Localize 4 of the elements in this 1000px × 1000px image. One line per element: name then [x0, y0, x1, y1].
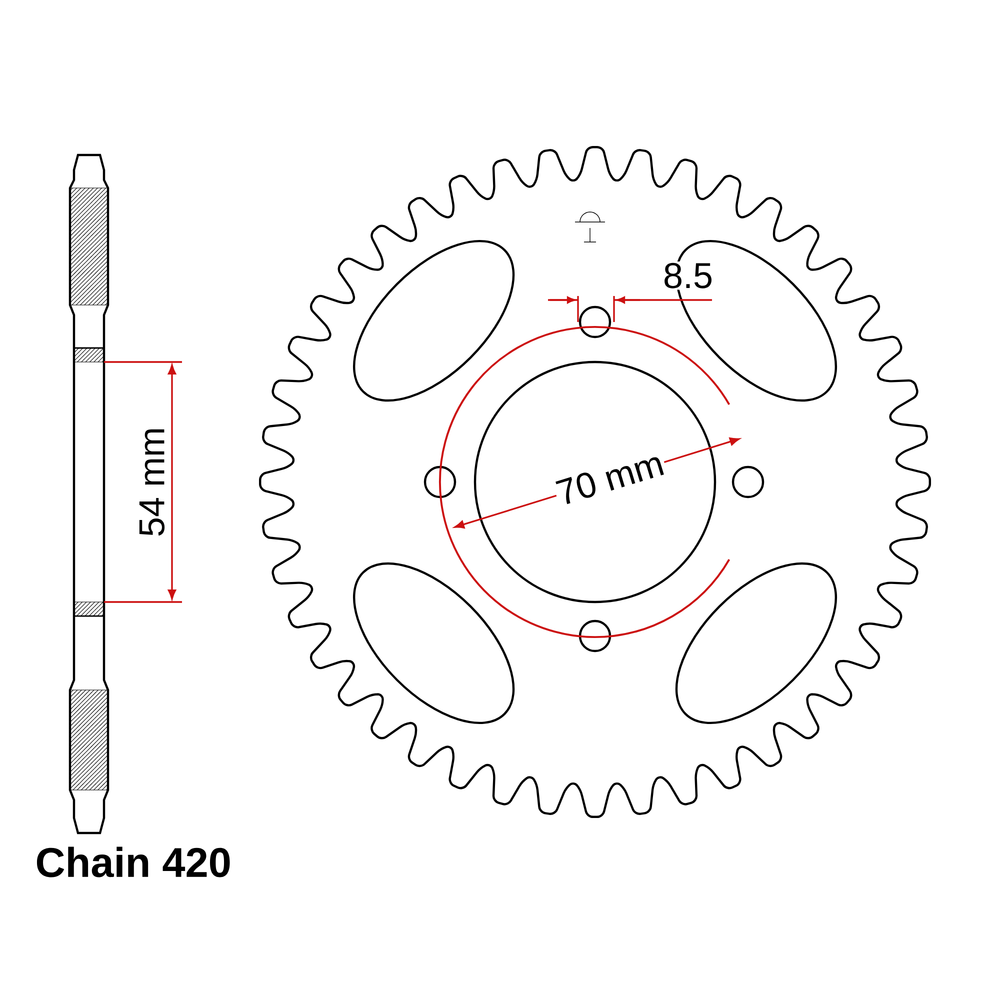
chain-size-label: Chain 420 [36, 846, 230, 878]
dimension-label: 54 mm [139, 429, 165, 536]
dimension-label: 8.5 [664, 262, 712, 288]
dimension-label: 70 mm [556, 457, 664, 504]
